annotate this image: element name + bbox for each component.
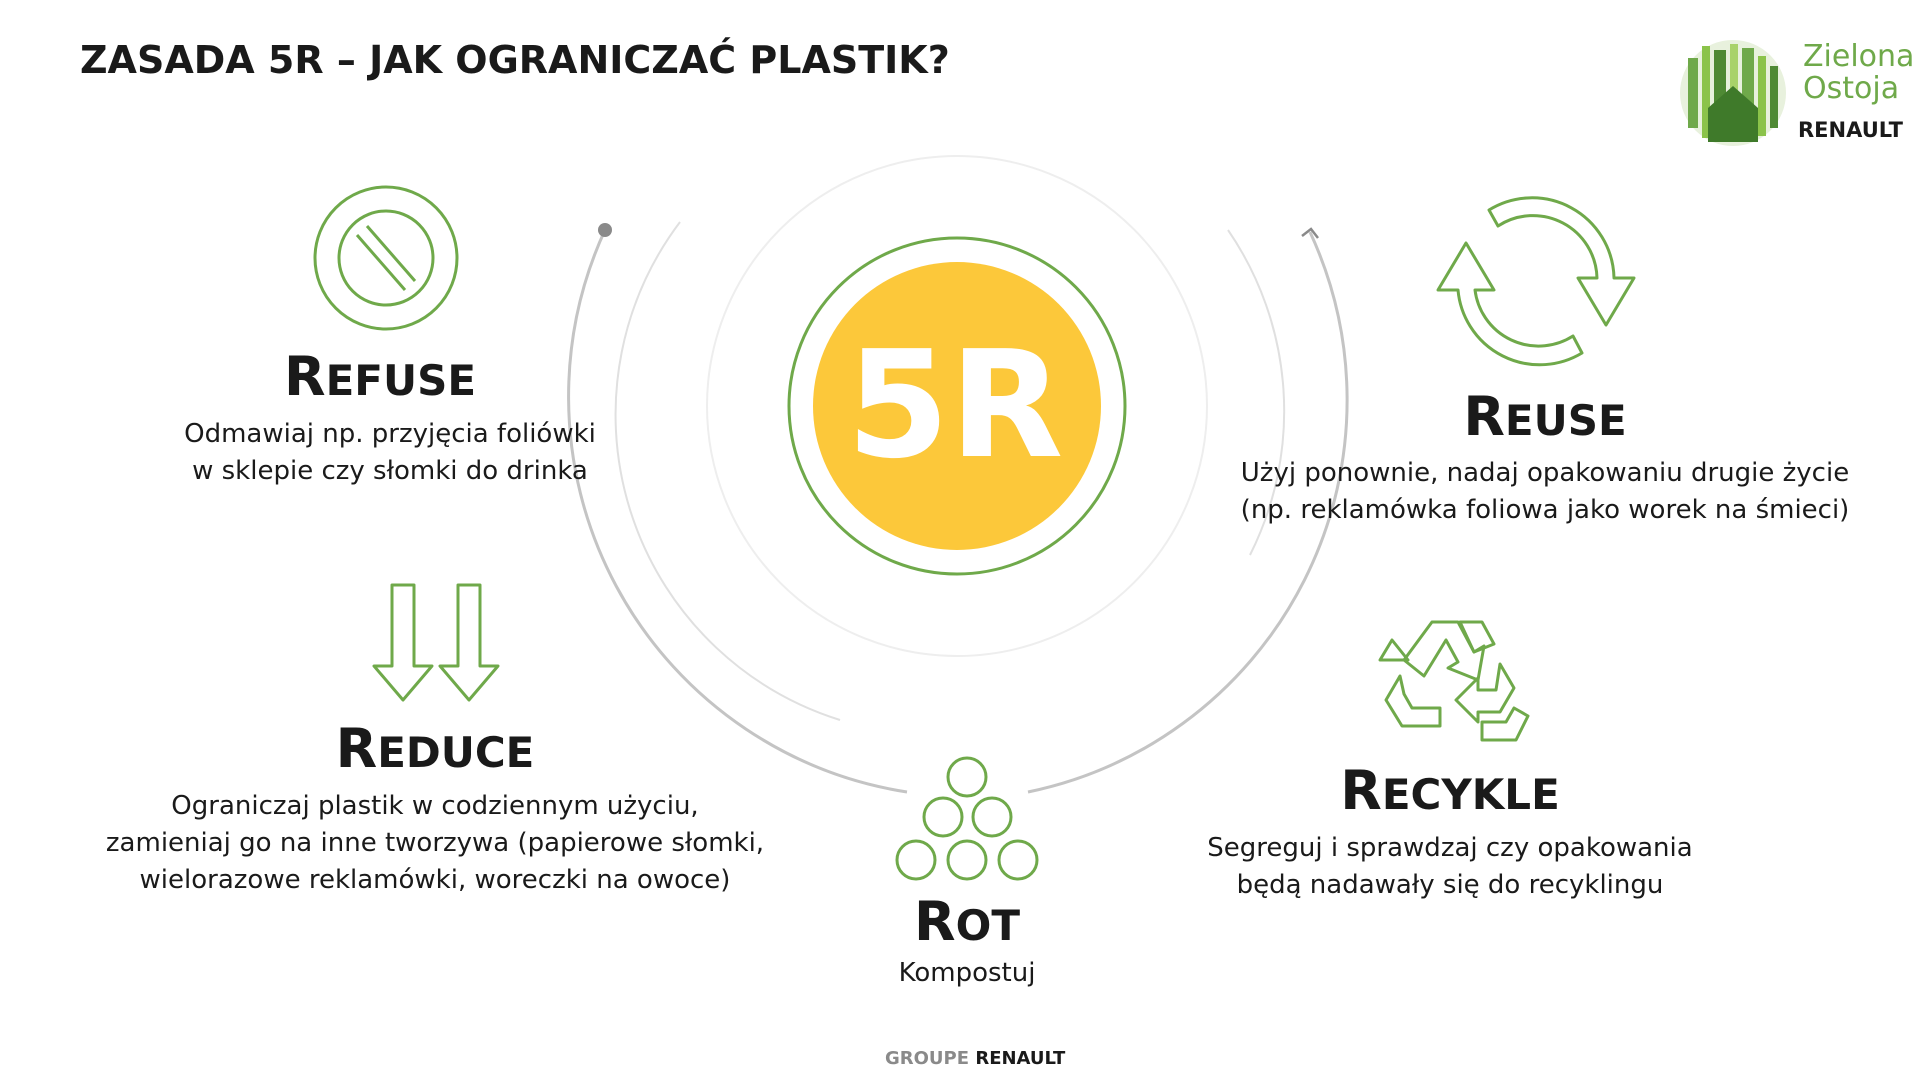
left-outer-arc [567,229,908,794]
arc-start-dot [598,223,612,237]
reduce-desc-line2: zamieniaj go na inne tworzywa (papierowe… [105,828,765,858]
rot-heading: ROT [867,895,1067,953]
refuse-heading: REFUSE [230,350,530,408]
recykle-desc-line2: będą nadawały się do recyklingu [1236,870,1664,900]
prohibited-icon [313,185,459,331]
reuse-heading: REUSE [1395,390,1695,448]
refuse-desc-line2: w sklepie czy słomki do drinka [192,456,588,486]
reuse-description: Użyj ponownie, nadaj opakowaniu drugie ż… [1205,455,1885,529]
reuse-heading-initial: R [1463,385,1505,448]
recykle-heading: RECYKLE [1295,764,1605,822]
reduce-desc-line3: wielorazowe reklamówki, woreczki na owoc… [139,865,731,895]
center-ring [787,236,1127,576]
reduce-desc-line1: Ograniczaj plastik w codziennym użyciu, [171,791,699,821]
refuse-description: Odmawiaj np. przyjęcia foliówki w sklepi… [120,416,660,490]
refuse-heading-initial: R [283,345,326,408]
recykle-heading-rest: ECYKLE [1381,770,1560,819]
reuse-desc-line2: (np. reklamówka foliowa jako worek na śm… [1240,495,1850,525]
down-arrows-icon [372,583,500,702]
reduce-heading-rest: EDUCE [377,728,535,777]
logo-text-zielona: Zielona [1803,39,1915,74]
center-yellow-disc [813,262,1101,550]
rot-desc-line1: Kompostuj [898,958,1036,988]
zielona-ostoja-logo: Zielona Ostoja RENAULT [1678,38,1914,148]
left-inner-arc [614,221,841,721]
inner-faint-ring [706,155,1208,657]
reuse-heading-rest: EUSE [1504,396,1627,445]
recykle-desc-line1: Segreguj i sprawdzaj czy opakowania [1207,833,1693,863]
reuse-desc-line1: Użyj ponownie, nadaj opakowaniu drugie ż… [1240,458,1850,488]
reduce-description: Ograniczaj plastik w codziennym użyciu, … [80,788,790,899]
rot-heading-initial: R [914,890,956,953]
recycle-icon [1378,620,1530,742]
compost-circles-icon [895,756,1039,881]
recykle-description: Segreguj i sprawdzaj czy opakowania będą… [1180,830,1720,904]
footer-renault-text: RENAULT [975,1048,1066,1069]
reduce-heading: REDUCE [285,722,585,780]
page-title: ZASADA 5R – JAK OGRANICZAĆ PLASTIK? [80,38,950,82]
logo-text-renault: RENAULT [1798,118,1903,142]
recykle-heading-initial: R [1340,759,1382,822]
logo-text-ostoja: Ostoja [1803,71,1900,106]
right-inner-arc [1227,229,1286,556]
refuse-desc-line1: Odmawiaj np. przyjęcia foliówki [184,419,596,449]
rot-description: Kompostuj [847,955,1087,992]
right-outer-arc [1027,231,1349,794]
arc-arrow-head [1301,227,1319,239]
rot-heading-rest: OT [955,901,1020,950]
reduce-heading-initial: R [335,717,378,780]
footer-groupe-text: GROUPE [885,1048,970,1069]
refuse-heading-rest: EFUSE [325,356,477,405]
forest-logo-icon [1680,40,1786,146]
refresh-arrows-icon [1436,196,1636,367]
groupe-renault-footer-logo: GROUPE RENAULT [885,1048,1065,1069]
center-5r-label: 5R [846,319,1064,491]
